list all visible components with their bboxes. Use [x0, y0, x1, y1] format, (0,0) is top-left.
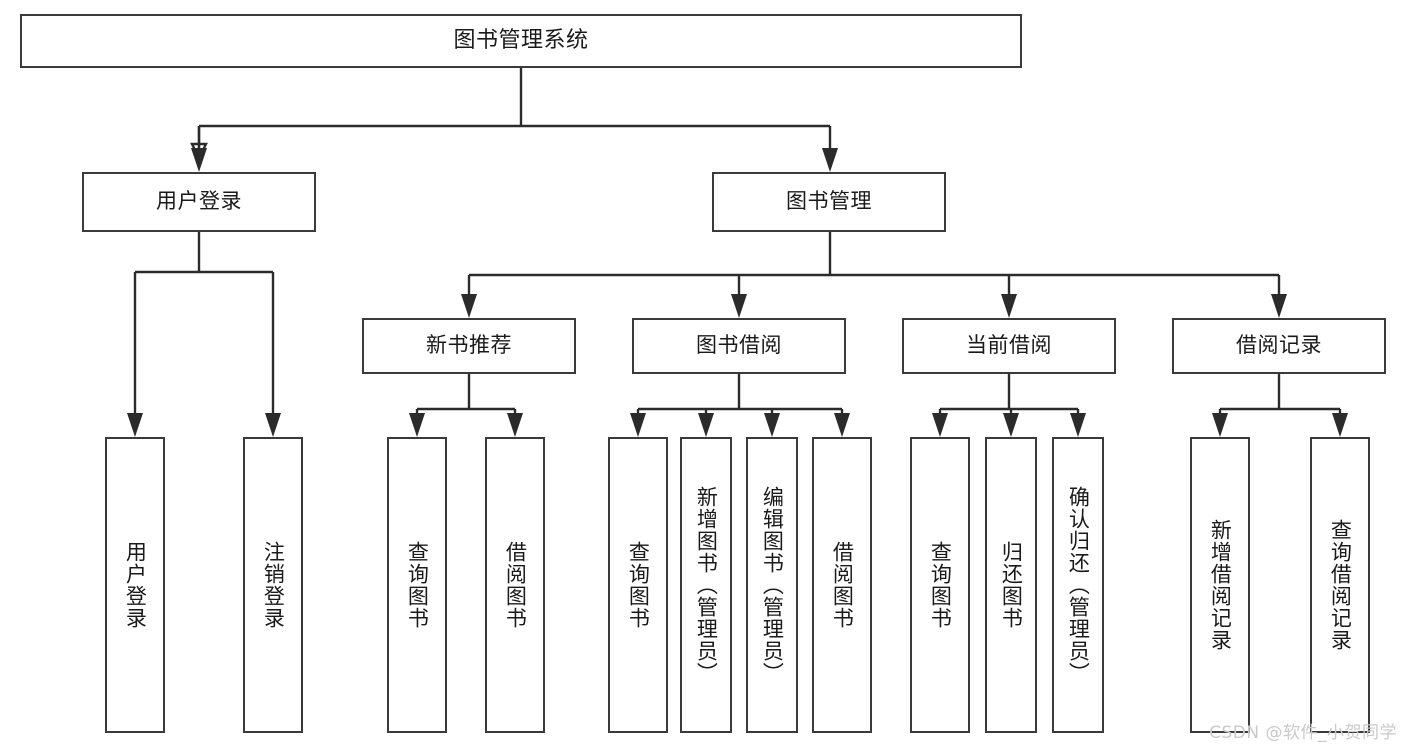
arrowhead-leaf-add-record	[1212, 413, 1228, 437]
node-leaf-logout-label: 注销登录	[261, 541, 286, 629]
node-book-manage[interactable]: 图书管理	[712, 172, 946, 232]
arrowhead-leaf-return-book	[1003, 413, 1019, 437]
node-leaf-add-record-label: 新增借阅记录	[1208, 519, 1233, 651]
watermark: CSDN @软件_小贺同学	[1209, 723, 1397, 743]
node-current-borrow-label: 当前借阅	[966, 333, 1052, 358]
node-leaf-borrow-book-2-label: 借阅图书	[830, 541, 855, 629]
node-leaf-query-book-3-label: 查询图书	[928, 541, 953, 629]
node-leaf-confirm-return[interactable]: 确认归还（管理员）	[1052, 437, 1104, 733]
arrowhead-leaf-edit-book	[764, 413, 780, 437]
arrowhead-leaf-query-book-3	[932, 413, 948, 437]
node-new-book-recommend[interactable]: 新书推荐	[362, 318, 576, 374]
arrowhead-leaf-query-book-1	[409, 413, 425, 437]
node-leaf-add-record[interactable]: 新增借阅记录	[1190, 437, 1250, 733]
node-leaf-query-book-2[interactable]: 查询图书	[608, 437, 668, 733]
node-user-login[interactable]: 用户登录	[82, 172, 316, 232]
node-leaf-query-record[interactable]: 查询借阅记录	[1310, 437, 1370, 733]
node-leaf-borrow-book-1-label: 借阅图书	[503, 541, 528, 629]
arrowhead-leaf-borrow-book-1	[507, 413, 523, 437]
node-leaf-user-login-label: 用户登录	[123, 541, 148, 629]
node-current-borrow[interactable]: 当前借阅	[902, 318, 1116, 374]
node-leaf-edit-book[interactable]: 编辑图书（管理员）	[746, 437, 798, 733]
arrowhead-leaf-add-book	[698, 413, 714, 437]
arrowhead-leaf-logout	[265, 413, 281, 437]
node-leaf-logout[interactable]: 注销登录	[243, 437, 303, 733]
arrowhead-borrow-record	[1271, 294, 1287, 318]
node-leaf-query-book-3[interactable]: 查询图书	[910, 437, 970, 733]
connector-arrow-user-login	[190, 126, 208, 161]
node-leaf-query-book-1[interactable]: 查询图书	[387, 437, 447, 733]
node-leaf-query-record-label: 查询借阅记录	[1328, 519, 1353, 651]
node-book-borrow-label: 图书借阅	[696, 333, 782, 358]
node-book-manage-label: 图书管理	[786, 189, 872, 214]
node-leaf-add-book-label: 新增图书（管理员）	[694, 486, 719, 684]
arrowhead-book-manage	[822, 148, 838, 172]
node-leaf-return-book[interactable]: 归还图书	[985, 437, 1037, 733]
node-borrow-record-label: 借阅记录	[1236, 333, 1322, 358]
node-leaf-query-book-2-label: 查询图书	[626, 541, 651, 629]
node-root[interactable]: 图书管理系统	[20, 14, 1022, 68]
node-root-label: 图书管理系统	[453, 27, 589, 53]
arrowhead-user-login	[191, 148, 207, 172]
arrowhead-leaf-borrow-book-2	[834, 413, 850, 437]
arrowhead-current-borrow	[1001, 294, 1017, 318]
arrowhead-leaf-query-book-2	[630, 413, 646, 437]
node-leaf-edit-book-label: 编辑图书（管理员）	[760, 486, 785, 684]
node-book-borrow[interactable]: 图书借阅	[632, 318, 846, 374]
node-leaf-user-login[interactable]: 用户登录	[105, 437, 165, 733]
node-leaf-return-book-label: 归还图书	[999, 541, 1024, 629]
node-borrow-record[interactable]: 借阅记录	[1172, 318, 1386, 374]
node-leaf-add-book[interactable]: 新增图书（管理员）	[680, 437, 732, 733]
arrowhead-new-book-recommend	[461, 294, 477, 318]
arrowhead-leaf-confirm-return	[1070, 413, 1086, 437]
arrowhead-book-borrow	[731, 294, 747, 318]
node-new-book-recommend-label: 新书推荐	[426, 333, 512, 358]
node-leaf-query-book-1-label: 查询图书	[405, 541, 430, 629]
arrowhead-leaf-user-login	[127, 413, 143, 437]
arrowhead-leaf-query-record	[1332, 413, 1348, 437]
node-user-login-label: 用户登录	[156, 189, 242, 214]
node-leaf-confirm-return-label: 确认归还（管理员）	[1066, 486, 1091, 684]
node-leaf-borrow-book-1[interactable]: 借阅图书	[485, 437, 545, 733]
node-leaf-borrow-book-2[interactable]: 借阅图书	[812, 437, 872, 733]
